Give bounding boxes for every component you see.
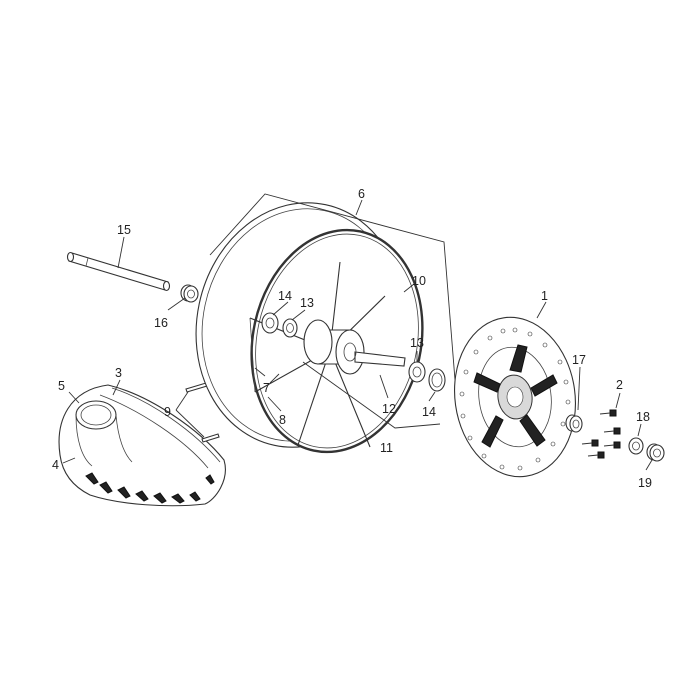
callout-14-left: 14 [278,289,292,303]
disc-holes [459,327,571,471]
screw-2 [603,427,621,435]
brake-disc-part [453,316,577,478]
axle-part [66,251,171,292]
nut-part-19 [646,443,665,462]
callout-7: 7 [263,381,270,395]
leader-lines [62,199,653,471]
bearing-left [261,312,298,338]
bearing-right [408,361,446,392]
tyre-part [58,384,226,507]
screw-3 [581,439,599,447]
callout-4: 4 [52,458,59,472]
callout-3: 3 [115,366,122,380]
group-bracket-6 [209,193,456,381]
callout-11: 11 [380,441,393,455]
callout-15: 15 [117,223,131,237]
callout-18: 18 [636,410,650,424]
callout-14-right: 14 [422,405,436,419]
callout-13-left: 13 [300,296,314,310]
disc-screws [581,409,621,459]
callout-6: 6 [358,187,365,201]
hub-part [303,319,406,375]
spacer-part-16 [180,284,199,303]
callout-9: 9 [164,405,171,419]
callout-10: 10 [412,274,426,288]
callout-16: 16 [154,316,168,330]
spacer-part-17 [565,414,583,433]
callout-5: 5 [58,379,65,393]
callout-12: 12 [382,402,396,416]
washer-part-18 [628,437,644,455]
screw-5 [603,441,621,449]
screw-1 [599,409,617,417]
callout-1: 1 [541,289,548,303]
group-bracket-11 [302,361,441,429]
callout-13-right: 13 [410,336,424,350]
tyre-tread [85,472,215,504]
callout-2: 2 [616,378,623,392]
callout-17: 17 [572,353,586,367]
callout-labels: 1 2 3 4 5 6 7 8 9 10 11 12 13 13 14 14 1… [52,187,652,490]
screw-4 [587,451,605,459]
callout-8: 8 [279,413,286,427]
callout-19: 19 [638,476,652,490]
